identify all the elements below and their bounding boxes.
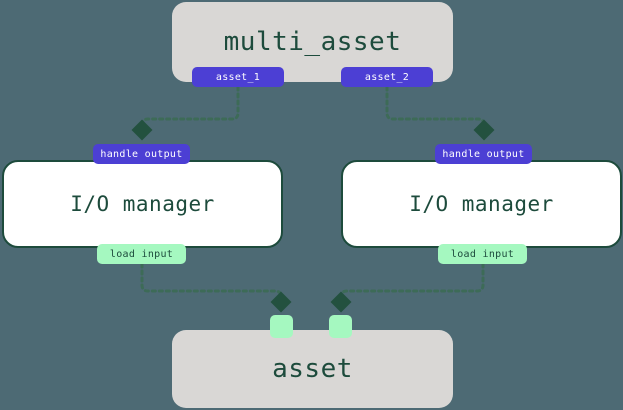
node-multi-asset-label: multi_asset xyxy=(223,27,402,57)
node-io-manager-right[interactable]: I/O manager xyxy=(341,160,622,248)
edge-asset2-to-handle-output-right xyxy=(385,85,495,141)
handle-load-input-right-label: load input xyxy=(450,248,515,260)
handle-output-left[interactable]: handle output xyxy=(93,144,190,164)
handle-output-right[interactable]: handle output xyxy=(435,144,532,164)
handle-load-input-left[interactable]: load input xyxy=(97,244,186,264)
node-io-manager-left[interactable]: I/O manager xyxy=(2,160,283,248)
edge-asset1-to-handle-output-left xyxy=(131,85,240,141)
handle-asset-1-output-label: asset_1 xyxy=(215,71,261,83)
node-io-manager-right-label: I/O manager xyxy=(409,192,554,216)
handle-asset-input-2[interactable] xyxy=(329,315,352,338)
edge-load-input-left-to-asset-in-1 xyxy=(140,262,292,313)
node-asset[interactable]: asset xyxy=(172,330,453,408)
node-io-manager-left-label: I/O manager xyxy=(70,192,215,216)
edge-load-input-right-to-asset-in-2 xyxy=(330,262,485,313)
handle-output-right-label: handle output xyxy=(442,148,525,160)
handle-load-input-right[interactable]: load input xyxy=(438,244,527,264)
handle-output-left-label: handle output xyxy=(100,148,183,160)
handle-asset-2-output[interactable]: asset_2 xyxy=(341,67,433,87)
handle-asset-input-1[interactable] xyxy=(270,315,293,338)
node-asset-label: asset xyxy=(272,354,353,384)
handle-asset-2-output-label: asset_2 xyxy=(364,71,410,83)
handle-asset-1-output[interactable]: asset_1 xyxy=(192,67,284,87)
handle-load-input-left-label: load input xyxy=(109,248,174,260)
